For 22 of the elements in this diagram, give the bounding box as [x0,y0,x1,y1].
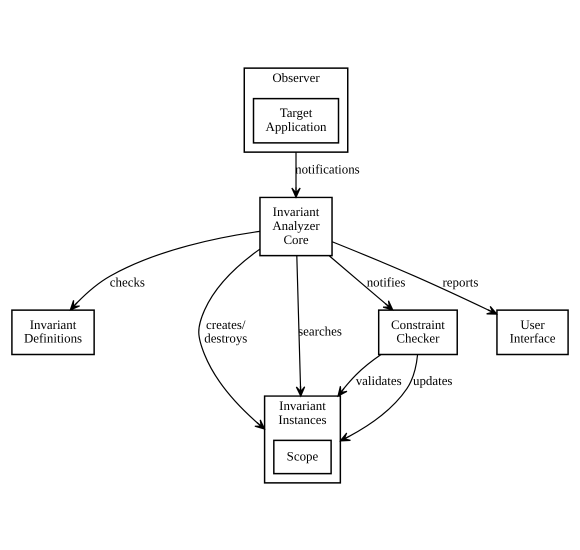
edge-label: notifies [366,274,406,289]
arrow [296,255,306,396]
arrow [328,254,394,310]
node-box: Target Application [252,97,340,144]
node-box: User Interface [496,308,569,355]
node-box: Invariant Definitions [11,308,95,355]
node-box: Invariant Analyzer Core [259,196,333,256]
edge-label: reports [442,274,478,289]
arrow [332,240,498,314]
edge-label: creates/ destroys [204,316,248,346]
node-box: Constraint Checker [378,308,458,355]
edge-label: searches [298,323,342,338]
arrow [337,354,382,396]
edge-label: validates [356,372,402,388]
edge-label: updates [413,372,452,388]
arrow [198,248,266,430]
node-box: Scope [273,439,332,474]
edge-label: checks [110,274,145,289]
arrow [291,152,301,198]
edge-label: notifications [295,161,360,176]
arrow [70,230,260,310]
arrow [340,354,418,441]
